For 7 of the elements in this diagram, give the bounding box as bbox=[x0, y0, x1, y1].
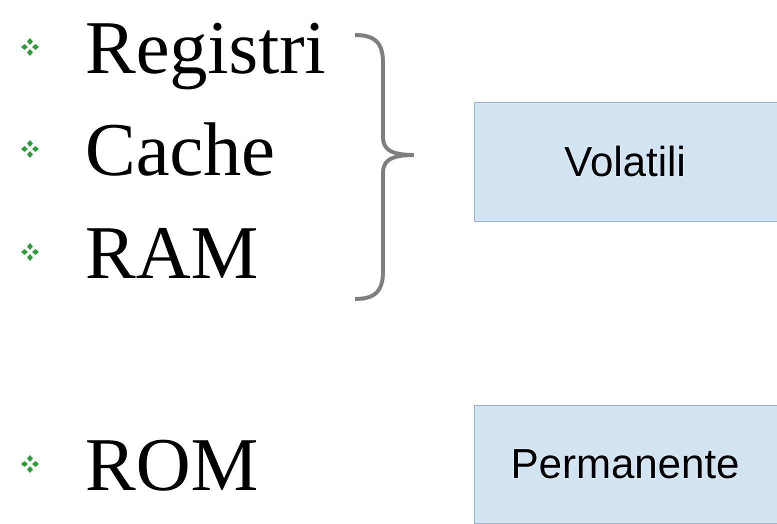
list-item-text: RAM bbox=[85, 215, 258, 291]
category-box bbox=[474, 405, 777, 524]
list-item-text: Cache bbox=[85, 112, 275, 188]
category-box bbox=[474, 102, 777, 222]
box-label: Permanente bbox=[510, 439, 740, 490]
list-item-text: ROM bbox=[85, 427, 258, 503]
box-label: Volatili bbox=[564, 136, 687, 187]
